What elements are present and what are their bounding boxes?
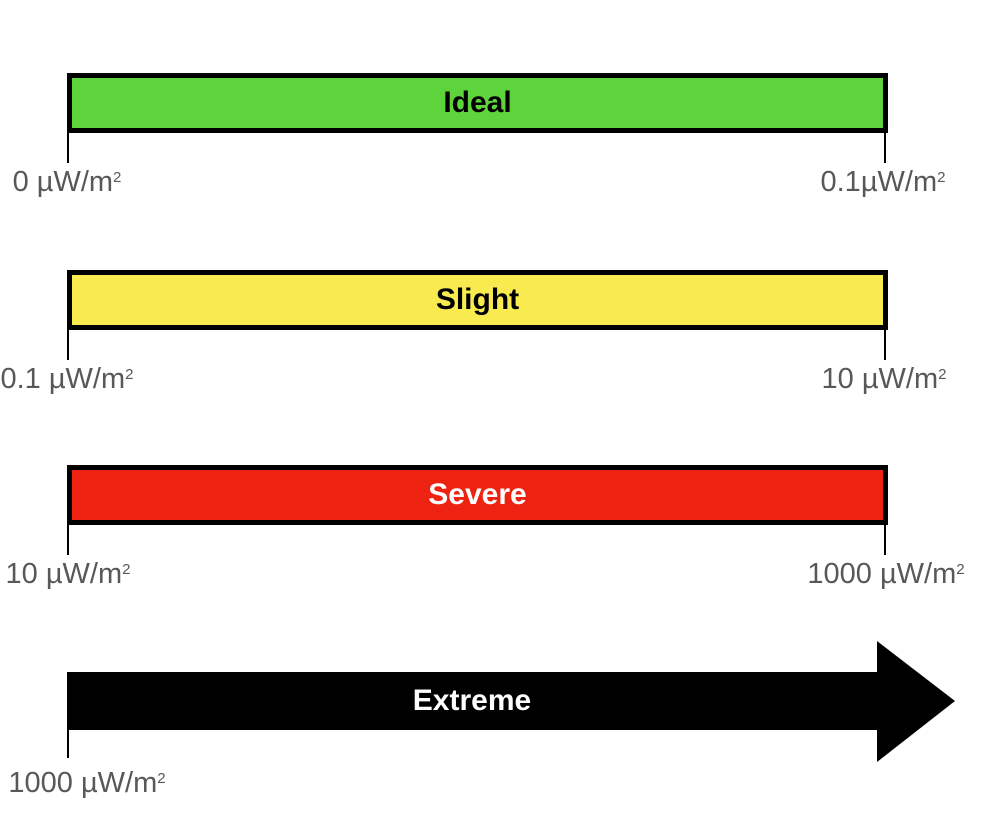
superscript-2: 2 xyxy=(122,560,131,578)
tick-mark-max xyxy=(884,525,886,555)
range-max-label-text: 1000 µW/m xyxy=(807,558,957,590)
range-min-label: 10 µW/m2 xyxy=(6,560,131,589)
range-min-label-text: 0 µW/m xyxy=(12,166,114,198)
slight-band-bar: Slight xyxy=(67,270,888,330)
superscript-2: 2 xyxy=(938,365,947,383)
range-min-label: 0 µW/m2 xyxy=(13,168,122,197)
superscript-2: 2 xyxy=(157,769,166,787)
tick-mark-min xyxy=(67,330,69,360)
severe-band-label: Severe xyxy=(428,478,527,511)
ideal-band-label: Ideal xyxy=(443,86,512,119)
range-min-label: 0.1 µW/m2 xyxy=(0,365,133,394)
range-max-label-text: 10 µW/m xyxy=(821,363,939,395)
arrow-head-icon xyxy=(877,641,955,762)
range-min-label-text: 10 µW/m xyxy=(5,558,123,590)
range-min-label: 1000 µW/m2 xyxy=(8,769,165,798)
extreme-band-label: Extreme xyxy=(412,684,532,717)
tick-mark-max xyxy=(884,133,886,163)
ideal-band-bar: Ideal xyxy=(67,73,888,133)
range-min-label-text: 0.1 µW/m xyxy=(0,363,126,395)
extreme-arrow-shaft: Extreme xyxy=(67,672,877,730)
range-max-label: 0.1µW/m2 xyxy=(821,168,946,197)
superscript-2: 2 xyxy=(956,560,965,578)
range-max-label: 1000 µW/m2 xyxy=(807,560,964,589)
superscript-2: 2 xyxy=(125,365,134,383)
tick-mark-max xyxy=(884,330,886,360)
range-min-label-text: 1000 µW/m xyxy=(8,767,158,799)
severe-band-bar: Severe xyxy=(67,465,888,525)
tick-mark-min xyxy=(67,730,69,758)
superscript-2: 2 xyxy=(937,168,946,186)
range-max-label: 10 µW/m2 xyxy=(822,365,947,394)
superscript-2: 2 xyxy=(113,168,122,186)
tick-mark-min xyxy=(67,133,69,163)
slight-band-label: Slight xyxy=(435,283,520,316)
range-max-label-text: 0.1µW/m xyxy=(820,166,938,198)
tick-mark-min xyxy=(67,525,69,555)
